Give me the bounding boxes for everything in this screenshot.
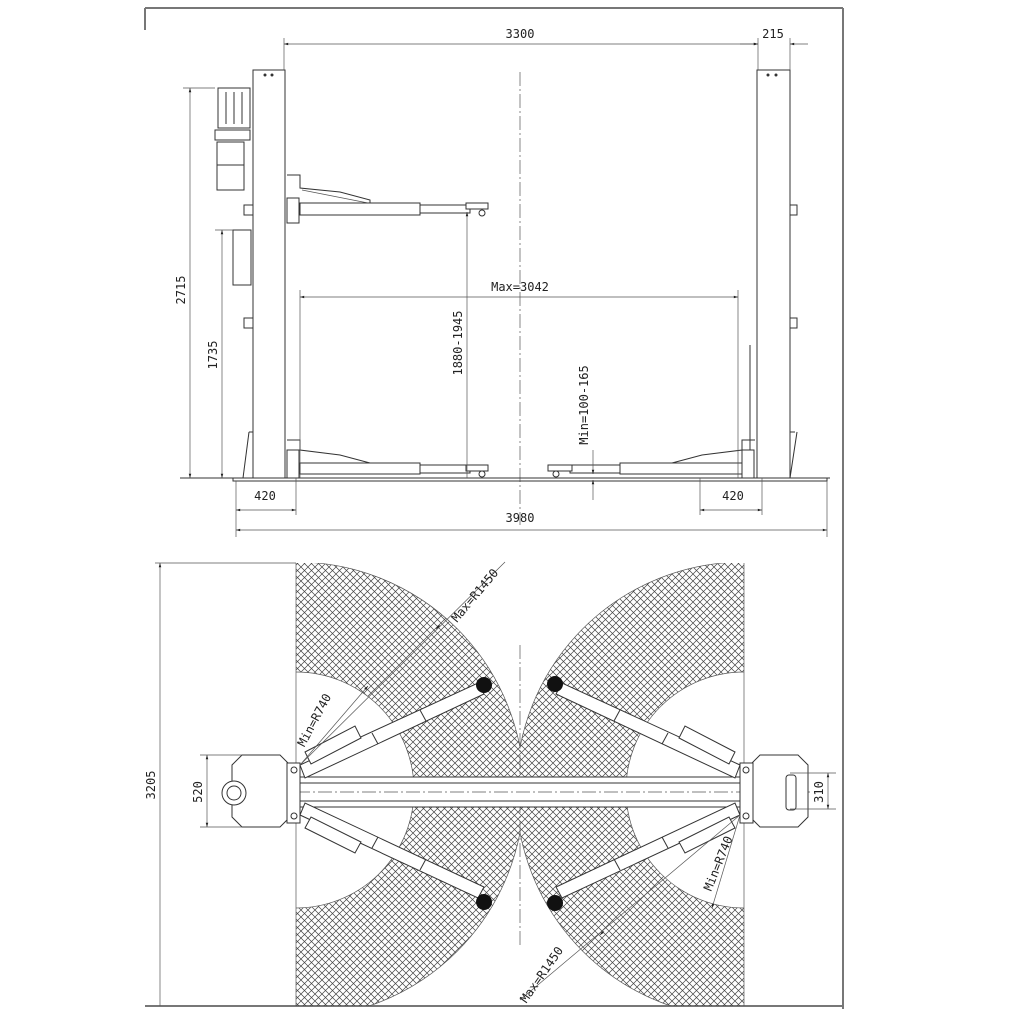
dimensions-elevation: 3300 215 2715 1735 1880-1945 Max=3042 Mi… bbox=[174, 27, 828, 537]
right-column bbox=[749, 69, 798, 479]
lowered-arm-right bbox=[547, 439, 755, 479]
power-unit bbox=[214, 87, 252, 286]
dim-420-left: 420 bbox=[254, 489, 276, 503]
dim-215: 215 bbox=[762, 27, 784, 41]
dim-1735: 1735 bbox=[206, 341, 220, 370]
plan-arms-right bbox=[547, 676, 741, 911]
elevation-view: 3300 215 2715 1735 1880-1945 Max=3042 Mi… bbox=[174, 27, 830, 537]
right-column-base bbox=[739, 754, 809, 828]
dim-3980: 3980 bbox=[506, 511, 535, 525]
dim-3300: 3300 bbox=[506, 27, 535, 41]
dim-3205: 3205 bbox=[144, 771, 158, 800]
floor-beam bbox=[230, 776, 810, 808]
dim-min-100-165: Min=100-165 bbox=[577, 365, 591, 444]
lowered-arm-left bbox=[286, 439, 489, 479]
dim-1880-1945: 1880-1945 bbox=[451, 310, 465, 375]
dim-520: 520 bbox=[191, 781, 205, 803]
left-column-base bbox=[221, 754, 301, 828]
dim-2715: 2715 bbox=[174, 276, 188, 305]
dim-420-right: 420 bbox=[722, 489, 744, 503]
dim-max-3042: Max=3042 bbox=[491, 280, 549, 294]
plan-arms-left bbox=[299, 677, 492, 910]
label-max-r1450-top: Max=R1450 bbox=[449, 566, 502, 625]
label-max-r1450-bottom: Max=R1450 bbox=[517, 944, 566, 1005]
dim-310: 310 bbox=[812, 781, 826, 803]
plan-view: 3205 520 310 Max=R1450 Min=R740 Max=R145… bbox=[144, 561, 836, 1006]
raised-arm bbox=[286, 174, 489, 224]
